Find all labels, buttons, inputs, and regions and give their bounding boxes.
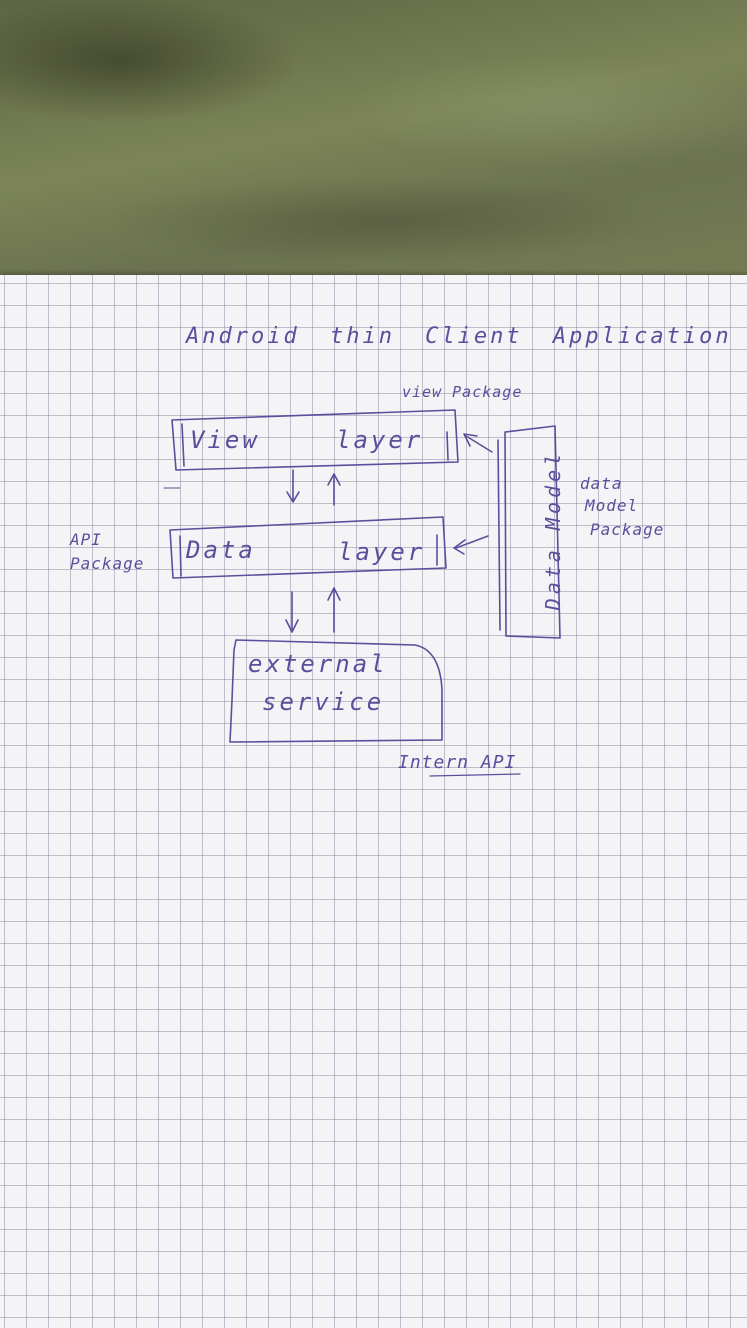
data-model-vertical-label: Data Model (541, 449, 565, 611)
intern-api-label: Intern API (398, 752, 517, 773)
data-layer-label-left: Data (186, 536, 256, 564)
arrow-model-to-view (463, 433, 493, 453)
view-layer-box-inner (181, 423, 185, 467)
arrow-view-to-data (286, 469, 300, 503)
view-layer-label-left: View (190, 426, 260, 454)
background-fabric (0, 0, 747, 285)
view-package-label: view Package (402, 383, 523, 401)
external-service-label-line1: external (248, 650, 388, 678)
api-package-label-line2: Package (70, 554, 145, 573)
diagram-title: Android thin Client Application (186, 324, 732, 349)
external-service-label-line2: service (262, 688, 385, 716)
data-model-package-line2: Model (585, 496, 639, 515)
data-layer-box (169, 516, 447, 579)
arrow-data-to-external (285, 591, 299, 633)
grid-paper (0, 275, 747, 1328)
arrow-external-to-data (327, 587, 341, 633)
view-layer-label-right: layer (336, 426, 424, 454)
data-layer-inner (179, 535, 182, 577)
data-model-box-outer (497, 439, 501, 631)
data-model-box (504, 425, 561, 639)
arrow-data-to-view (327, 473, 341, 506)
api-package-label-line1: API (70, 530, 102, 549)
data-layer-label-right: layer (338, 538, 426, 566)
external-service-box (229, 639, 443, 743)
arrow-model-to-data (453, 535, 489, 555)
data-model-package-line3: Package (590, 520, 665, 539)
data-model-package-line1: data (580, 474, 623, 493)
view-layer-box (171, 409, 459, 471)
view-layer-divider (446, 431, 449, 461)
